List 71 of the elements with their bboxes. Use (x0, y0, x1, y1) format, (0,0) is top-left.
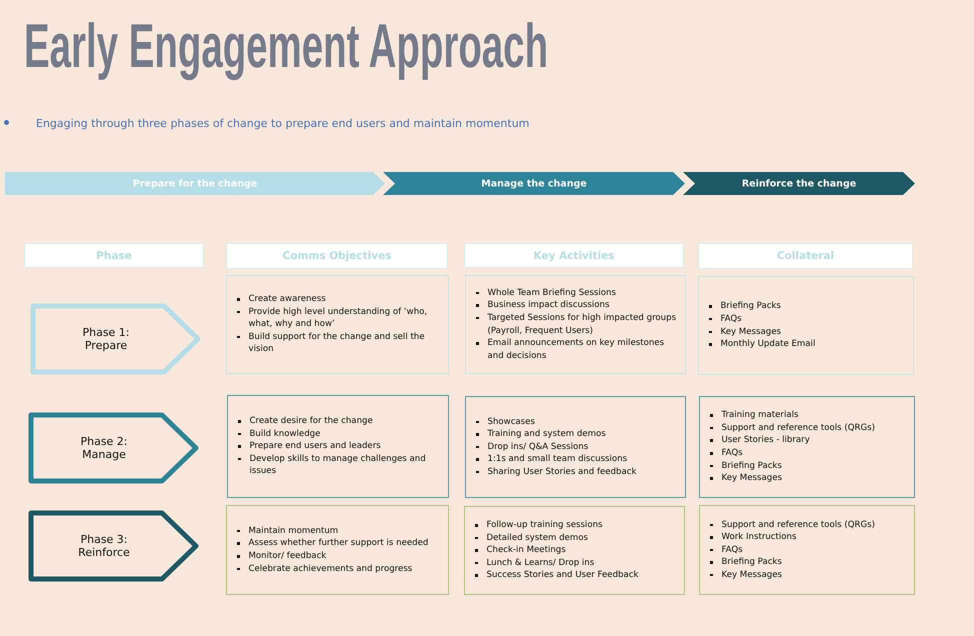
content-box (464, 506, 685, 595)
content-box (465, 396, 686, 498)
chevron-banner (383, 172, 685, 195)
bullet-item: Assess whether further support is needed (248, 537, 428, 550)
bullet-item: Key Messages (720, 326, 781, 338)
chevron-banner (683, 172, 915, 195)
bullet-item: Detailed system demos (486, 532, 588, 544)
bullet-item: Provide high level understanding of ‘who, what, why and how’ (248, 306, 428, 331)
header-label: Phase (96, 250, 132, 262)
bullet-item: FAQs (720, 312, 742, 326)
column-header (226, 243, 448, 269)
content-box (465, 275, 686, 374)
bullet-item: Business impact discussions (488, 299, 610, 312)
bullet-item: Create awareness (248, 293, 326, 306)
bullet-item: Whole Team Briefing Sessions (488, 286, 616, 300)
bullet-item: Prepare end users and leaders (250, 440, 381, 453)
subtitle: Engaging through three phases of change to prepare end users and maintain momentum (36, 117, 530, 130)
bullet-item: Maintain momentum (248, 524, 338, 538)
page-title: Early Engagement Approach (24, 11, 548, 83)
bullet-item: Celebrate achievements and progress (248, 562, 412, 576)
bullet-item: Success Stories and User Feedback (486, 569, 638, 582)
bullet-item: Sharing User Stories and feedback (488, 466, 636, 478)
bullet-item: FAQs (722, 544, 743, 556)
bullet-item: Showcases (488, 416, 535, 428)
header-label: Comms Objectives (282, 250, 392, 262)
phase-label: Phase 3: Reinforce (77, 533, 131, 559)
banner-label: Manage the change (480, 178, 588, 189)
content-box (699, 396, 915, 498)
bullet-item: Develop skills to manage challenges and issues (250, 452, 427, 478)
bullet-item: Build knowledge (250, 428, 320, 440)
bullet-item: Email announcements on key milestones and decisions (488, 337, 666, 362)
bullet-item: Support and reference tools (QRGs) (722, 422, 875, 434)
bullet-item: User Stories - library (722, 434, 810, 447)
bullet-item: Lunch & Learns/ Drop ins (486, 556, 594, 570)
banner-label: Prepare for the change (132, 178, 258, 189)
bullet-item: Check-in Meetings (486, 544, 566, 557)
content-box (698, 276, 914, 375)
bullet-item: Build support for the change and sell the vision (248, 330, 426, 356)
content-box (227, 395, 449, 498)
bullet-item: Follow-up training sessions (486, 519, 603, 532)
bullet-item: Monthly Update Email (720, 338, 816, 351)
bullet-item: Briefing Packs (722, 556, 782, 569)
bullet-item: Key Messages (722, 568, 782, 582)
bullet-item: Targeted Sessions for high impacted groups (Payroll, Frequent Users) (488, 312, 677, 338)
bullet-item: Briefing Packs (720, 300, 781, 313)
banner-label: Reinforce the change (740, 178, 858, 189)
phase-pentagon (28, 412, 200, 484)
header-label: Collateral (776, 250, 834, 262)
column-header (24, 243, 204, 268)
content-box (226, 275, 449, 374)
bullet-item: Training and system demos (488, 428, 606, 441)
bullet-item: 1:1s and small team discussions (488, 453, 628, 466)
content-box (699, 505, 915, 595)
bullet-item: Briefing Packs (722, 460, 782, 472)
bullet-item: Training materials (722, 409, 798, 422)
column-header (464, 243, 684, 268)
header-label: Key Activities (534, 250, 614, 262)
phase-label: Phase 2: Manage (79, 435, 129, 461)
chevron-banner (5, 172, 385, 195)
bullet-item: Support and reference tools (QRGs) (722, 518, 875, 532)
phase-label: Phase 1: Prepare (81, 326, 131, 352)
bullet-item: FAQs (722, 447, 743, 460)
column-header (698, 243, 913, 269)
content-box (226, 505, 449, 595)
phase-pentagon (28, 510, 200, 582)
bullet-item: Create desire for the change (250, 415, 373, 428)
bullet-item: Drop ins/ Q&A Sessions (488, 440, 588, 454)
phase-pentagon (30, 303, 202, 375)
bullet-item: Work Instructions (722, 531, 796, 544)
bullet-item: Key Messages (722, 472, 782, 485)
bullet-item: Monitor/ feedback (248, 550, 326, 563)
